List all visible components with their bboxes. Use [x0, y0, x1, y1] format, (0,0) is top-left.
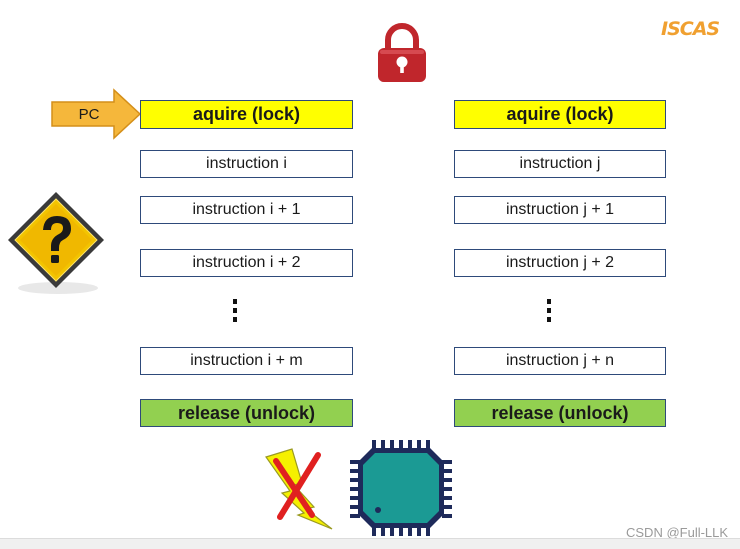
left-instruction-2: instruction i + 2 — [140, 249, 353, 277]
right-instruction-2: instruction j + 2 — [454, 249, 666, 277]
pc-label: PC — [78, 105, 100, 123]
crossed-lightning-icon — [265, 448, 333, 530]
watermark: CSDN @Full-LLK — [626, 525, 729, 540]
question-warning-icon — [8, 192, 104, 294]
right-release-unlock: release (unlock) — [454, 399, 666, 427]
cpu-chip-icon — [350, 440, 452, 536]
left-ellipsis — [231, 299, 239, 326]
right-instruction-last: instruction j + n — [454, 347, 666, 375]
right-acquire-lock: aquire (lock) — [454, 100, 666, 129]
left-instruction-1: instruction i + 1 — [140, 196, 353, 224]
right-instruction-0: instruction j — [454, 150, 666, 178]
right-instruction-1: instruction j + 1 — [454, 196, 666, 224]
pc-arrow-icon — [51, 88, 142, 140]
left-instruction-last: instruction i + m — [140, 347, 353, 375]
left-acquire-lock: aquire (lock) — [140, 100, 353, 129]
left-instruction-0: instruction i — [140, 150, 353, 178]
left-release-unlock: release (unlock) — [140, 399, 353, 427]
iscas-logo: ISCAS — [661, 18, 720, 40]
right-ellipsis — [545, 299, 553, 326]
padlock-icon — [378, 23, 426, 82]
bottom-bar — [0, 538, 740, 549]
